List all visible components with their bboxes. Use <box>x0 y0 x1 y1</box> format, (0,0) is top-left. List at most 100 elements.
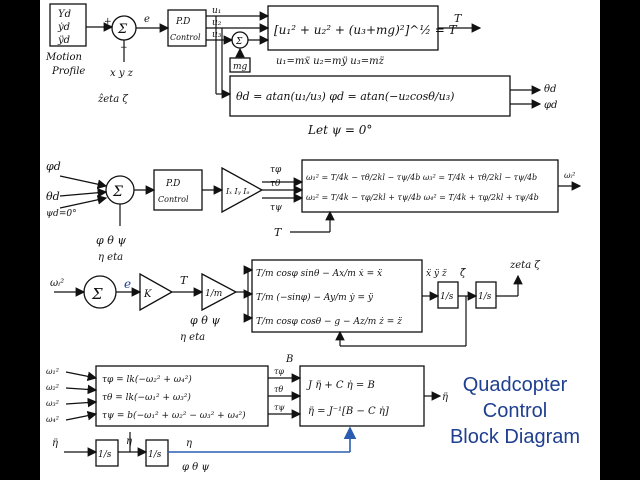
sum-symbol-1: Σ <box>117 22 128 37</box>
rotational-dynamics-block: J η̈ + C η̇ = B η̈ = J⁻¹[B − C η̇] <box>299 365 425 427</box>
pd-control-block-2: P.D Control <box>153 169 203 211</box>
accel-label: ẍ ÿ z̈ <box>426 269 447 279</box>
r4-etadd-out: η̈ <box>442 392 448 403</box>
feedback-xyz: x y z <box>110 68 134 79</box>
inv-mass-block: 1/m <box>201 272 238 312</box>
mg-label: mg <box>233 62 248 72</box>
r4-tau-theta: τθ <box>274 385 283 394</box>
row2-in-2 <box>59 187 108 198</box>
angle-block: θd = atan(u₁/u₃) φd = atan(−u₂cosθ/u₃) <box>229 75 511 117</box>
integrator-block-r4-1: 1/s <box>95 439 119 467</box>
row2-T: T <box>274 226 283 239</box>
motor-eq-2: ω₂² = T/4k − τφ/2kl + τψ/4b ω₄² = T/4k +… <box>306 193 539 202</box>
omega-in-3: ω₃² <box>46 399 59 408</box>
omega-inputs: ω₁² ω₂² ω₃² ω₄² <box>46 367 59 424</box>
sign-plus-1: + <box>104 17 112 27</box>
motor-eq-1: ω₁² = T/4k − τθ/2kl − τψ/4b ω₃² = T/4k +… <box>306 173 537 182</box>
inv-m-label: 1/m <box>205 289 222 299</box>
row3-e: e <box>124 277 131 291</box>
mp-state-3: ÿd <box>57 35 70 46</box>
u3-label: u₃ <box>212 30 222 40</box>
pd-label-1: P.D <box>175 17 190 27</box>
vel-label: ζ̇ <box>460 268 466 279</box>
diagram-title-line-3: Block Diagram <box>449 426 581 448</box>
diagram-title-line-2: Control <box>482 400 548 422</box>
row2-psi-d: ψd=0° <box>46 209 77 219</box>
rot-dyn-1: J η̈ + C η̇ = B <box>306 380 375 391</box>
row3-T: T <box>180 274 189 287</box>
r4-angles: φ θ ψ <box>182 462 209 473</box>
sum-symbol-3: Σ <box>91 285 103 303</box>
rot-dyn-2: η̈ = J⁻¹[B − C η̇] <box>308 406 389 417</box>
integ-r3-1: 1/s <box>440 292 454 302</box>
row2-in-1 <box>59 175 108 189</box>
integrator-block-r4-2: 1/s <box>145 439 169 467</box>
row2-in-3 <box>59 195 108 209</box>
r4-eta: η <box>186 438 192 449</box>
motor-speed-block: ω₁² = T/4k − τθ/2kl − τψ/4b ω₃² = T/4k +… <box>301 159 559 213</box>
torque-eq-1: τφ = lk(−ω₂² + ω₄²) <box>102 374 192 385</box>
mp-state-2: ẏd <box>57 22 70 33</box>
tau-psi: τψ <box>270 203 283 213</box>
psi-equation: Let ψ = 0° <box>307 123 372 137</box>
sum-symbol-mg: Σ <box>235 37 243 47</box>
diagram-title-line-1: Quadcopter <box>462 374 568 396</box>
sum-junction-3: Σ <box>83 275 117 309</box>
feedback-zeta: ẑeta ζ <box>97 94 128 105</box>
torque-block: τφ = lk(−ω₂² + ω₄²) τθ = lk(−ω₁² + ω₃²) … <box>95 365 269 427</box>
integrator-block-r3-2: 1/s <box>475 281 497 309</box>
row3-feedback: φ θ ψ <box>190 314 220 327</box>
torque-eq-3: τψ = b(−ω₁² + ω₂² − ω₃² + ω₄²) <box>102 410 246 421</box>
pd-label-2: P.D <box>165 179 180 189</box>
row2-phi-d: φd <box>46 160 61 173</box>
translation-dynamics-block: T/m cosφ sinθ − Ax/m ẋ = ẍ T/m (−sinφ) −… <box>251 259 423 333</box>
diagram-sheet: Yd ẏd ÿd Motion Profile Σ + − x y z ẑeta… <box>40 0 600 480</box>
thrust-equation: [u₁² + u₂² + (u₃+mg)²]^½ = T <box>274 23 458 37</box>
r4-etadd-in: η̈ <box>52 438 58 449</box>
omega-in-1: ω₁² <box>46 367 59 376</box>
tau-phi: τφ <box>270 165 282 175</box>
pd-label2-2: Control <box>158 195 189 204</box>
k-label: K <box>143 289 152 300</box>
mp-label-1: Motion <box>45 52 82 63</box>
u2-label: u₂ <box>212 18 222 28</box>
r4-B: B <box>285 354 293 365</box>
row2-feedback: φ θ ψ <box>96 234 126 247</box>
omega-out: ωᵢ² <box>564 171 575 180</box>
tau-theta: τθ <box>270 179 281 189</box>
error-label-1: e <box>144 14 150 25</box>
pd-label2-1: Control <box>170 33 201 42</box>
sum-junction-2: Σ <box>105 175 135 205</box>
sum-junction-1: Σ + − <box>104 15 137 53</box>
integ-r4-2: 1/s <box>148 450 162 460</box>
thrust-block: [u₁² + u₂² + (u₃+mg)²]^½ = T <box>267 5 458 51</box>
omega-in-2: ω₂² <box>46 383 59 392</box>
phi-d-out: φd <box>544 100 557 111</box>
u1-label: u₁ <box>212 6 221 16</box>
integ-r4-1: 1/s <box>98 450 112 460</box>
thrust-T-label: T <box>454 12 463 25</box>
row3-omega: ωᵢ² <box>50 278 64 289</box>
integrator-block-r3-1: 1/s <box>437 281 459 309</box>
r4-tau-psi: τψ <box>274 403 285 412</box>
mp-state-1: Yd <box>58 9 71 20</box>
r4-in-4 <box>65 410 98 421</box>
r4-in-3 <box>65 397 98 408</box>
integ-r3-2: 1/s <box>478 292 492 302</box>
sum-symbol-2: Σ <box>112 184 123 200</box>
r4-etad: η̇ <box>126 436 132 447</box>
zeta-out: zeta ζ <box>509 260 540 271</box>
trans-eq-z: T/m cosφ cosθ − g − Az/m ż = z̈ <box>256 317 402 327</box>
block-diagram: Yd ẏd ÿd Motion Profile Σ + − x y z ẑeta… <box>45 3 582 473</box>
mp-label-2: Profile <box>51 66 85 77</box>
row3-eta: η eta <box>180 332 205 343</box>
k-gain-block: K <box>139 272 174 312</box>
omega-in-4: ω₄² <box>46 415 59 424</box>
r4-in-1 <box>65 371 98 382</box>
r4-tau-phi: τφ <box>274 367 284 376</box>
pd-control-block-1: P.D Control <box>167 9 207 47</box>
r4-in-2 <box>65 384 98 395</box>
trans-eq-y: T/m (−sinφ) − Ay/m ẏ = ÿ <box>256 292 374 303</box>
torque-eq-2: τθ = lk(−ω₁² + ω₃²) <box>102 392 191 403</box>
motion-profile-block: Yd ẏd ÿd Motion Profile <box>45 3 87 77</box>
